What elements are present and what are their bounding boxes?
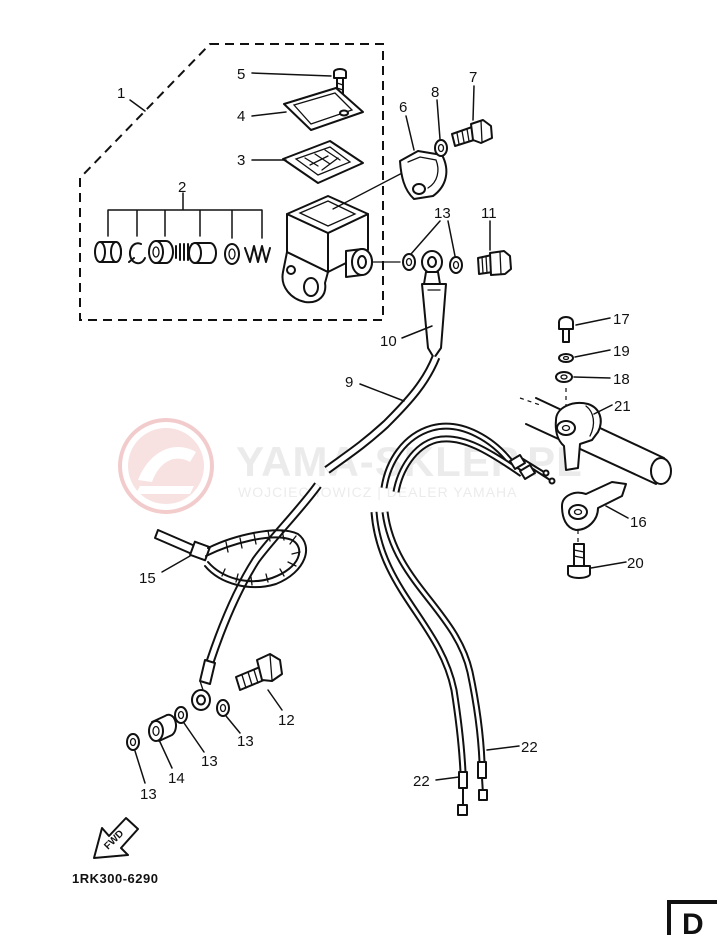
part-13-washer-lower-1 [216,699,230,717]
callout-21: 21 [614,398,631,415]
callout-14: 14 [168,770,185,787]
banjo-fitting-lower [191,659,216,711]
callout-17: 17 [613,311,630,328]
part-7-bolt [451,119,493,147]
callout-11: 11 [481,205,497,222]
callouts: 1 2 3 4 5 6 7 8 9 10 11 12 13 13 13 14 1… [117,66,647,803]
callout-13-lower-1: 13 [237,733,254,750]
part-8-washer [434,139,448,157]
callout-3: 3 [237,152,245,169]
callout-15: 15 [139,570,156,587]
leader-lines [129,72,629,784]
part-12-union-bolt-lower [235,653,283,691]
part-13-washer-upper-2 [449,256,463,274]
part-17-screw [558,316,574,343]
callout-13-lower-2: 13 [201,753,218,770]
watermark-logo-icon [118,418,214,514]
part-6-holder-clamp [399,150,448,200]
part-21-lever-bracket [554,402,602,471]
callout-19: 19 [613,343,630,360]
callout-13-lower-3: 13 [140,786,157,803]
part-19-washer [558,353,574,363]
callout-16: 16 [630,514,647,531]
part-4-reservoir-cap [283,87,364,131]
callout-6: 6 [399,99,407,116]
part-22-cables [370,422,556,816]
master-cylinder-assembly-outline [79,43,384,321]
callout-2: 2 [178,179,186,196]
part-2-bracket [107,192,263,239]
part-13-washer-upper-1 [402,253,416,271]
callout-12: 12 [278,712,295,729]
part-11-union-bolt [477,250,512,276]
part-18-washer [555,371,573,383]
callout-4: 4 [237,108,245,125]
part-2-piston-kit [94,240,271,265]
callout-8: 8 [431,84,439,101]
callout-18: 18 [613,371,630,388]
section-marker: D [667,900,717,935]
banjo-fitting-upper [421,250,443,274]
callout-5: 5 [237,66,245,83]
callout-13-upper: 13 [434,205,451,222]
part-10-hose-fitting [421,271,447,359]
master-cylinder-body [281,195,373,304]
callout-7: 7 [469,69,477,86]
callout-20: 20 [627,555,644,572]
watermark: YAMA-SKLEP.PL WOJCIECHOWICZ | DEALER YAM… [118,418,582,514]
section-letter: D [682,908,704,935]
forward-arrow-icon: FWD [93,817,139,859]
part-13-washer-lower-2 [174,706,188,724]
callout-10: 10 [380,333,397,350]
callout-9: 9 [345,374,353,391]
callout-22-left: 22 [413,773,430,790]
part-13-washer-lower-3 [126,733,140,751]
part-14-collar [148,713,177,742]
part-9-brake-hose [205,355,441,664]
part-3-diaphragm [282,140,364,184]
part-code: 1RK300-6290 [72,871,158,886]
callout-22-right: 22 [521,739,538,756]
part-16-lever [561,481,627,531]
watermark-dealer: WOJCIECHOWICZ | DEALER YAMAHA [238,484,517,500]
callout-1: 1 [117,85,125,102]
assembly-line-clamp [332,169,409,210]
part-15-cable-tie [154,529,308,589]
part-20-pivot-bolt [567,543,591,579]
